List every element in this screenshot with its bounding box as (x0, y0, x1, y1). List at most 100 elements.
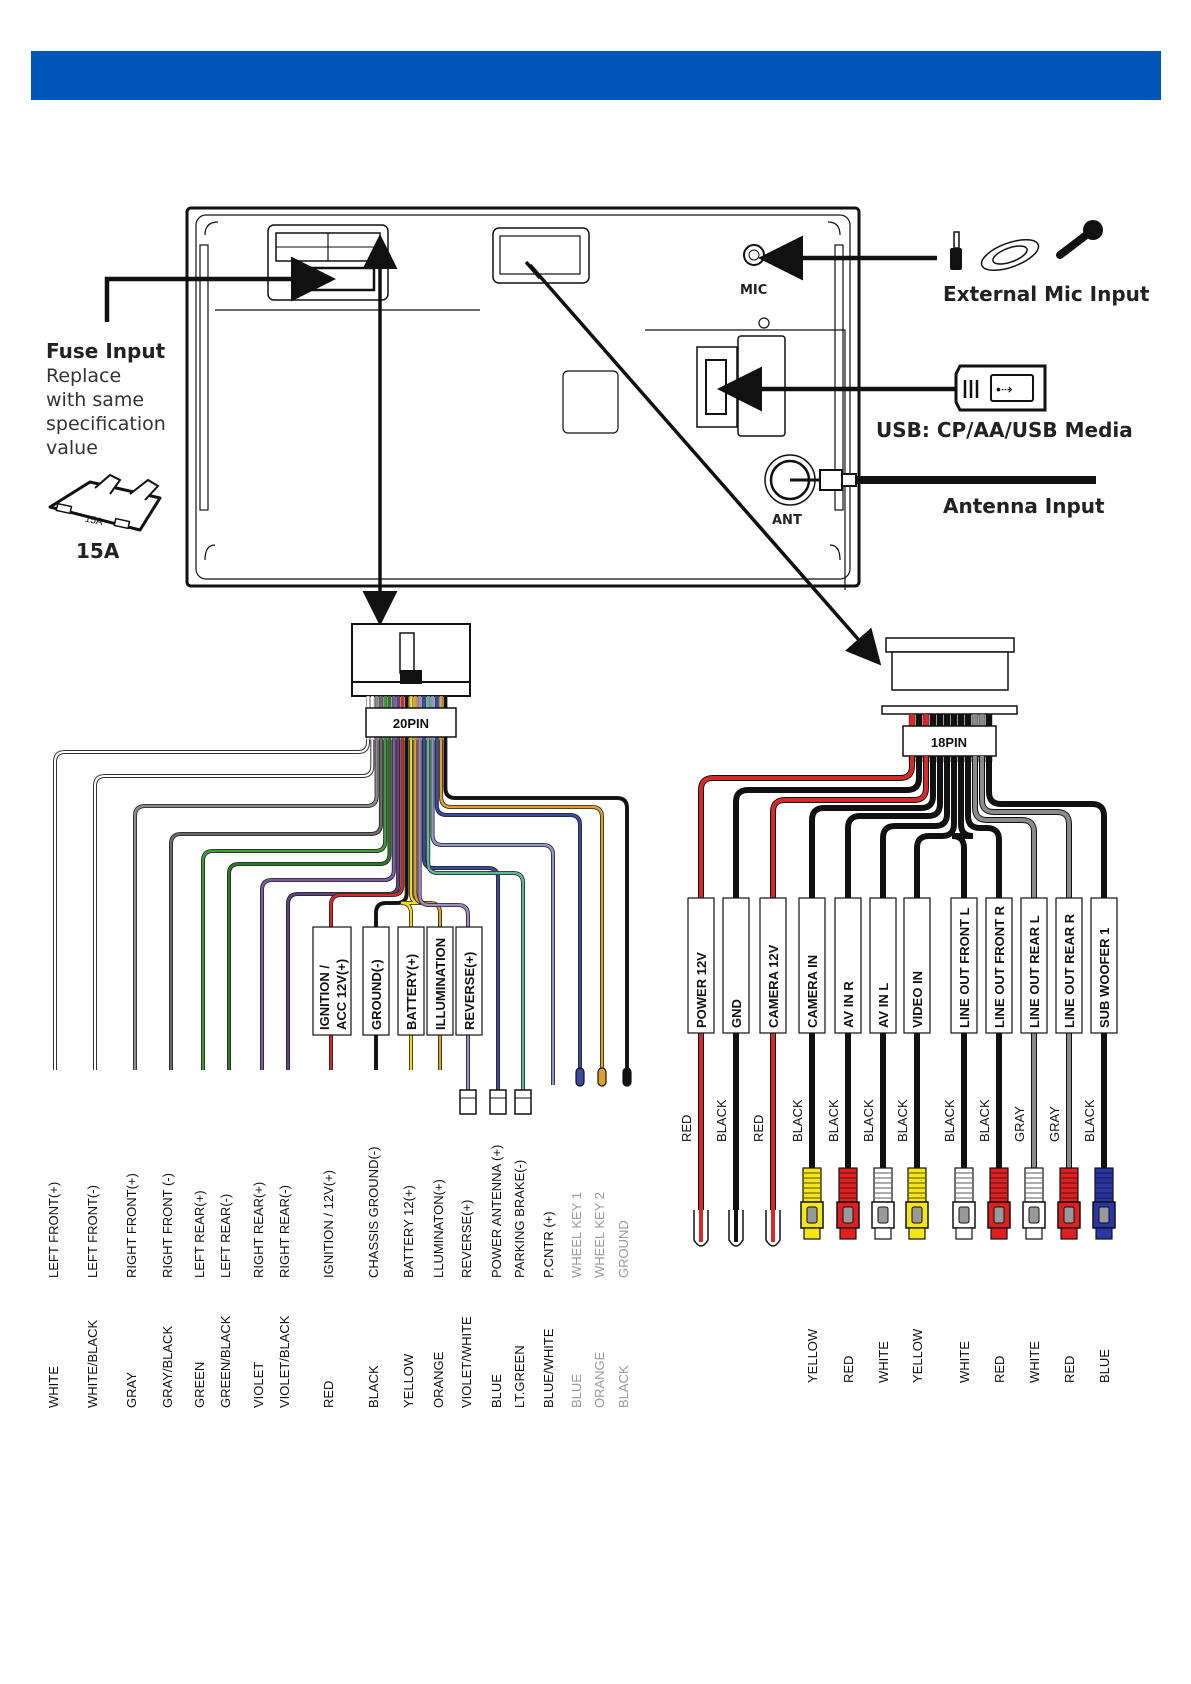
wire-18pin (987, 756, 1106, 1175)
wire-function-label: REVERSE(+) (459, 1200, 474, 1278)
wire-color-label: BLACK (977, 1099, 992, 1142)
inline-function-label: AV IN L (876, 983, 891, 1028)
fuse-title: Fuse Input (46, 339, 166, 363)
usb-icon: •⇢ (954, 364, 1047, 412)
wire-18pin (699, 756, 914, 1245)
wire-end-cap-icon (622, 1067, 632, 1087)
head-unit-rear-panel: MIC ANT (185, 206, 861, 590)
wire-18pin (980, 756, 1071, 1175)
antenna-input-label: Antenna Input (943, 494, 1105, 518)
wire-18pin (771, 756, 928, 1245)
inline-box-ignition-2: ACC 12V(+) (334, 959, 349, 1030)
wire-color-label: BLUE (489, 1374, 504, 1408)
inline-function-box (903, 897, 931, 1034)
wire-color-label: GRAY (124, 1372, 139, 1408)
wire-20pin (329, 740, 404, 1070)
wire-color-label: GRAY (1047, 1106, 1062, 1142)
wire-function-label: LEFT REAR(+) (192, 1190, 207, 1278)
wire-20pin (227, 740, 391, 1070)
wire-color-label: BLUE/WHITE (541, 1328, 556, 1408)
inline-box-battery: BATTERY(+) (404, 954, 419, 1030)
wire-20pin (374, 740, 408, 1070)
wire-function-label: POWER ANTENNA (+) (489, 1145, 504, 1278)
inline-function-label: LINE OUT REAR R (1062, 913, 1077, 1028)
wire-function-label: LEFT FRONT(+) (46, 1182, 61, 1278)
wire-color-label: BLACK (616, 1365, 631, 1408)
inline-function-label: POWER 12V (694, 952, 709, 1028)
wire-color-label: VIOLET (251, 1362, 266, 1408)
wire-color-label: BLACK (366, 1365, 381, 1408)
plug-color-label: BLUE (1097, 1349, 1112, 1383)
wire-18pin (810, 756, 935, 1175)
inline-function-box (1020, 897, 1048, 1034)
wire-18pin (915, 756, 956, 1175)
wire-color-label: WHITE/BLACK (85, 1320, 100, 1408)
spade-terminal-icon (489, 1089, 507, 1115)
mic-port-label: MIC (740, 283, 767, 298)
wire-20pin (444, 740, 629, 1070)
usb-input-label: USB: CP/AA/USB Media (876, 418, 1133, 442)
fuse-desc-line: with same (46, 389, 144, 411)
wire-color-label: VIOLET/BLACK (277, 1315, 292, 1408)
wire-function-label: RIGHT FRONT(+) (124, 1173, 139, 1278)
wire-color-label: RED (321, 1381, 336, 1408)
wire-color-label: GRAY/BLACK (160, 1326, 175, 1408)
inline-function-box (950, 897, 978, 1034)
wire-20pin (260, 740, 395, 1070)
fuse-body-label: 15A (84, 514, 104, 529)
inline-function-label: LINE OUT FRONT L (957, 907, 972, 1028)
wire-20pin (169, 740, 383, 1070)
inline-box-reverse: REVERSE(+) (462, 952, 477, 1030)
inline-function-box (722, 897, 750, 1034)
wire-end-cap-icon (597, 1067, 607, 1087)
wire-color-label: GREEN/BLACK (218, 1315, 233, 1408)
plug-color-label: WHITE (876, 1341, 891, 1383)
svg-text:•⇢: •⇢ (996, 381, 1013, 397)
ant-port-label: ANT (772, 513, 802, 528)
wire-18pin (966, 756, 1001, 1175)
plug-color-label: RED (1062, 1356, 1077, 1383)
socket-18pin (492, 227, 590, 284)
spade-terminal-icon (514, 1089, 532, 1115)
antenna-callout: Antenna Input (790, 469, 1105, 518)
inline-function-box (869, 897, 897, 1034)
wire-color-label: ORANGE (431, 1351, 446, 1408)
pin20-label: 20PIN (393, 716, 429, 731)
wire-color-label: BLACK (790, 1099, 805, 1142)
wire-20pin (400, 740, 422, 1070)
wire-20pin (418, 740, 470, 1090)
wire-color-label: BLACK (714, 1099, 729, 1142)
wire-20pin (133, 740, 378, 1070)
plug-18pin: 18PIN (881, 637, 1018, 763)
wire-20pin (431, 740, 555, 1085)
plug-color-label: WHITE (1027, 1341, 1042, 1383)
wire-color-label: BLACK (895, 1099, 910, 1142)
wire-function-label: BATTERY 12(+) (401, 1185, 416, 1278)
fuse-desc-line: value (46, 437, 98, 459)
inline-function-box (687, 897, 715, 1034)
wire-function-label: GROUND (616, 1220, 631, 1278)
inline-function-label: VIDEO IN (910, 971, 925, 1028)
inline-function-label: CAMERA IN (805, 955, 820, 1028)
wire-20pin (201, 740, 387, 1070)
wire-18pin (881, 756, 949, 1175)
wire-color-label: LT.GREEN (512, 1345, 527, 1408)
fuse-rating: 15A (76, 539, 120, 563)
wire-function-label: IGNITION / 12V(+) (321, 1170, 336, 1278)
inline-box-ignition-1: IGNITION / (317, 965, 332, 1030)
wire-color-label: WHITE (46, 1366, 61, 1408)
wire-20pin (427, 740, 525, 1090)
wire-function-label: RIGHT FRONT (-) (160, 1173, 175, 1278)
wire-18pin (973, 756, 1036, 1175)
wire-20pin (435, 740, 582, 1070)
arrows (104, 234, 965, 666)
usb-callout: •⇢ USB: CP/AA/USB Media (876, 364, 1133, 442)
inline-label-boxes: IGNITION / ACC 12V(+) GROUND(-) BATTERY(… (312, 926, 483, 1036)
wire-color-label: RED (679, 1115, 694, 1142)
wire-color-label: BLACK (861, 1099, 876, 1142)
socket-20pin (267, 224, 389, 301)
inline-function-box (834, 897, 862, 1034)
wire-function-label: P.CNTR (+) (541, 1211, 556, 1278)
fuse-desc-line: specification (46, 413, 166, 435)
